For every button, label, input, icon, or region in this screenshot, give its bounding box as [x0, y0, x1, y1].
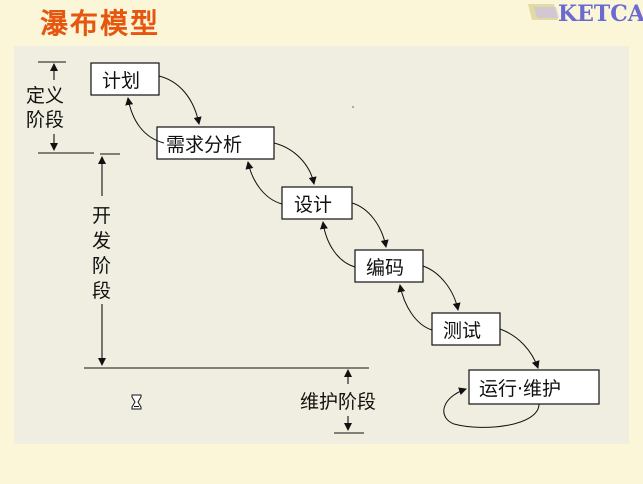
stage-plan-label: 计划 [102, 70, 140, 92]
forward-arrow-testing-operation [499, 328, 540, 369]
dot-mark [352, 106, 354, 108]
feedback-arrow-coding-design [319, 221, 356, 268]
stage-coding: 编码 [354, 249, 424, 283]
diagram-panel: 定义 阶段 开 发 阶 段 维护阶段 计划 需求分析 设计 编码 测试 运行·维… [14, 46, 629, 444]
forward-arrow-coding-testing [422, 265, 461, 311]
stage-requirements-label: 需求分析 [166, 134, 242, 156]
logo: KETCA [528, 1, 643, 24]
forward-arrow-requirements-design [273, 142, 317, 185]
development-phase-label-3: 阶 [92, 255, 111, 277]
slide-title: 瀑布模型 [40, 7, 161, 40]
maintenance-phase-bracket [334, 369, 364, 434]
stage-testing-label: 测试 [443, 320, 481, 342]
definition-phase-label-2: 阶段 [26, 109, 64, 131]
logo-text: KETCA [558, 1, 643, 24]
feedback-arrow-requirements-plan [125, 97, 165, 144]
stage-operation-maintenance: 运行·维护 [468, 369, 600, 405]
waterfall-diagram: 定义 阶段 开 发 阶 段 维护阶段 计划 需求分析 设计 编码 测试 运行·维… [26, 61, 600, 434]
forward-arrow-design-coding [351, 202, 389, 248]
self-loop-arrow-operation [443, 387, 540, 428]
definition-phase-bracket [38, 61, 94, 154]
maintenance-phase-label: 维护阶段 [300, 391, 376, 413]
stage-design-label: 设计 [294, 194, 332, 216]
stage-coding-label: 编码 [366, 257, 404, 279]
stage-design: 设计 [281, 186, 353, 220]
stage-requirements: 需求分析 [156, 126, 275, 160]
development-phase-label-2: 发 [92, 230, 111, 252]
development-phase-label-1: 开 [92, 205, 111, 227]
development-phase-bracket [84, 153, 369, 369]
feedback-arrow-testing-coding [397, 284, 433, 331]
definition-phase-label-1: 定义 [26, 85, 64, 107]
forward-arrow-plan-requirements [158, 75, 202, 125]
stage-operation-maintenance-label: 运行·维护 [479, 378, 561, 400]
hourglass-icon [131, 394, 142, 410]
stage-plan: 计划 [90, 62, 160, 96]
feedback-arrow-design-requirements [245, 161, 283, 205]
development-phase-label-4: 段 [92, 280, 111, 302]
stage-testing: 测试 [431, 312, 501, 346]
